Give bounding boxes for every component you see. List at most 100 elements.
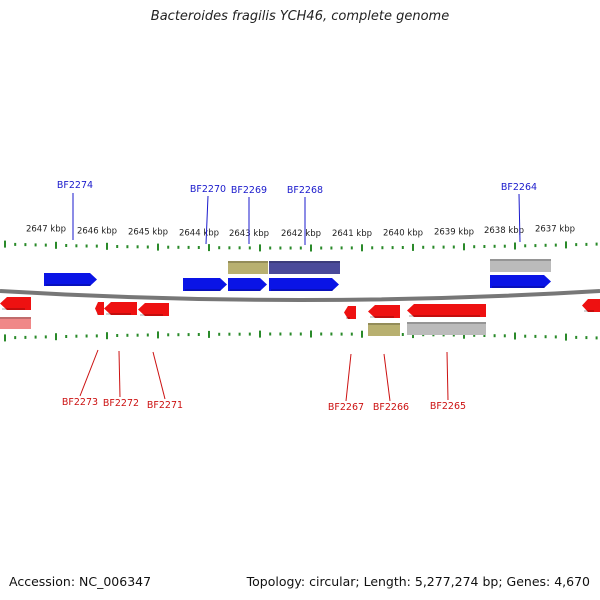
scale-tick bbox=[503, 334, 506, 338]
scale-tick bbox=[473, 245, 476, 249]
scale-tick bbox=[259, 244, 261, 252]
gene-label-bottom[interactable]: BF2266 bbox=[373, 402, 409, 413]
scale-tick bbox=[544, 243, 547, 247]
gene-label-top[interactable]: BF2274 bbox=[57, 180, 93, 191]
accession-label: Accession: NC_006347 bbox=[9, 574, 152, 589]
scale-tick bbox=[503, 244, 506, 248]
gene-label-bottom[interactable]: BF2272 bbox=[103, 398, 139, 409]
gene-label-bottom[interactable]: BF2265 bbox=[430, 401, 466, 412]
scale-tick bbox=[34, 335, 37, 339]
feature-olive-edge bbox=[228, 261, 268, 263]
callout-line bbox=[118, 350, 121, 398]
scale-tick bbox=[167, 333, 170, 337]
gene-label-top[interactable]: BF2264 bbox=[501, 182, 537, 193]
scale-tick bbox=[167, 245, 170, 249]
scale-tick bbox=[350, 246, 353, 250]
scale-tick bbox=[269, 246, 272, 250]
scale-tick bbox=[371, 246, 374, 250]
gene-label-top[interactable]: BF2269 bbox=[231, 185, 267, 196]
scale-label: 2646 kbp bbox=[77, 226, 117, 236]
scale-tick bbox=[187, 333, 190, 337]
scale-tick bbox=[330, 246, 333, 250]
scale-tick bbox=[432, 245, 435, 249]
scale-tick bbox=[595, 336, 598, 340]
scale-tick bbox=[299, 332, 302, 336]
gene-label-top[interactable]: BF2268 bbox=[287, 185, 323, 196]
scale-tick bbox=[585, 336, 588, 340]
scale-tick bbox=[279, 246, 282, 250]
scale-tick bbox=[534, 244, 537, 248]
scale-tick bbox=[524, 244, 527, 248]
feature-olive bbox=[228, 261, 268, 274]
callout-line bbox=[152, 351, 166, 400]
scale-tick bbox=[442, 245, 445, 249]
scale-tick bbox=[177, 245, 180, 249]
gene-reverse bbox=[582, 299, 600, 312]
scale-label: 2645 kbp bbox=[128, 228, 168, 238]
scale-tick bbox=[585, 242, 588, 246]
scale-tick bbox=[279, 332, 282, 336]
scale-tick bbox=[289, 246, 292, 250]
gene-reverse bbox=[95, 302, 104, 315]
scale-tick bbox=[299, 246, 302, 250]
scale-label: 2647 kbp bbox=[26, 225, 66, 235]
scale-tick bbox=[269, 332, 272, 336]
scale-tick bbox=[65, 335, 68, 338]
gene-label-top[interactable]: BF2270 bbox=[190, 184, 226, 195]
scale-tick bbox=[24, 335, 27, 339]
scale-tick bbox=[4, 240, 6, 248]
scale-tick bbox=[483, 245, 486, 248]
gene-label-bottom[interactable]: BF2271 bbox=[147, 400, 183, 411]
scale-tick bbox=[157, 331, 159, 339]
scale-tick bbox=[350, 332, 353, 336]
scale-tick bbox=[361, 244, 363, 252]
gene-reverse-shade bbox=[106, 313, 131, 315]
scale-tick bbox=[452, 245, 455, 249]
scale-tick bbox=[197, 333, 200, 336]
scale-tick bbox=[55, 241, 57, 249]
gene-reverse-shade bbox=[346, 317, 350, 319]
gene-label-bottom[interactable]: BF2267 bbox=[328, 402, 364, 413]
scale-tick bbox=[412, 243, 414, 251]
feature-gray bbox=[490, 259, 551, 272]
scale-tick bbox=[289, 332, 292, 336]
scale-tick bbox=[575, 335, 578, 339]
scale-tick bbox=[565, 333, 567, 341]
genome-backbone bbox=[0, 289, 600, 302]
scale-tick bbox=[218, 332, 221, 336]
scale-tick bbox=[208, 330, 210, 338]
scale-tick bbox=[228, 246, 231, 250]
top-tick-track bbox=[4, 240, 598, 252]
gene-forward bbox=[228, 278, 267, 291]
scale-tick bbox=[524, 334, 527, 338]
feature-olive-edge bbox=[368, 323, 400, 325]
scale-tick bbox=[259, 330, 261, 338]
scale-tick bbox=[248, 246, 251, 250]
scale-tick bbox=[228, 332, 231, 336]
scale-tick bbox=[310, 244, 312, 252]
scale-label: 2637 kbp bbox=[535, 225, 575, 235]
scale-tick bbox=[514, 242, 516, 250]
feature-pink bbox=[0, 317, 31, 329]
scale-tick bbox=[218, 246, 221, 250]
scale-tick bbox=[422, 245, 425, 249]
scale-tick bbox=[75, 244, 78, 248]
feature-gray bbox=[407, 322, 486, 335]
scale-tick bbox=[463, 243, 465, 251]
gene-reverse bbox=[344, 306, 356, 319]
scale-tick bbox=[595, 242, 598, 246]
scale-label: 2641 kbp bbox=[332, 229, 372, 239]
scale-tick bbox=[401, 246, 404, 249]
feature-gray-edge bbox=[490, 259, 551, 261]
scale-tick bbox=[463, 331, 465, 339]
gene-forward-shade bbox=[271, 289, 333, 291]
scale-tick bbox=[157, 243, 159, 251]
scale-tick bbox=[401, 333, 404, 336]
scale-tick bbox=[238, 332, 241, 336]
scale-tick bbox=[65, 244, 68, 247]
scale-tick bbox=[320, 246, 323, 250]
gene-label-bottom[interactable]: BF2273 bbox=[62, 397, 98, 408]
scale-tick bbox=[106, 332, 108, 340]
gene-reverse bbox=[104, 302, 137, 315]
